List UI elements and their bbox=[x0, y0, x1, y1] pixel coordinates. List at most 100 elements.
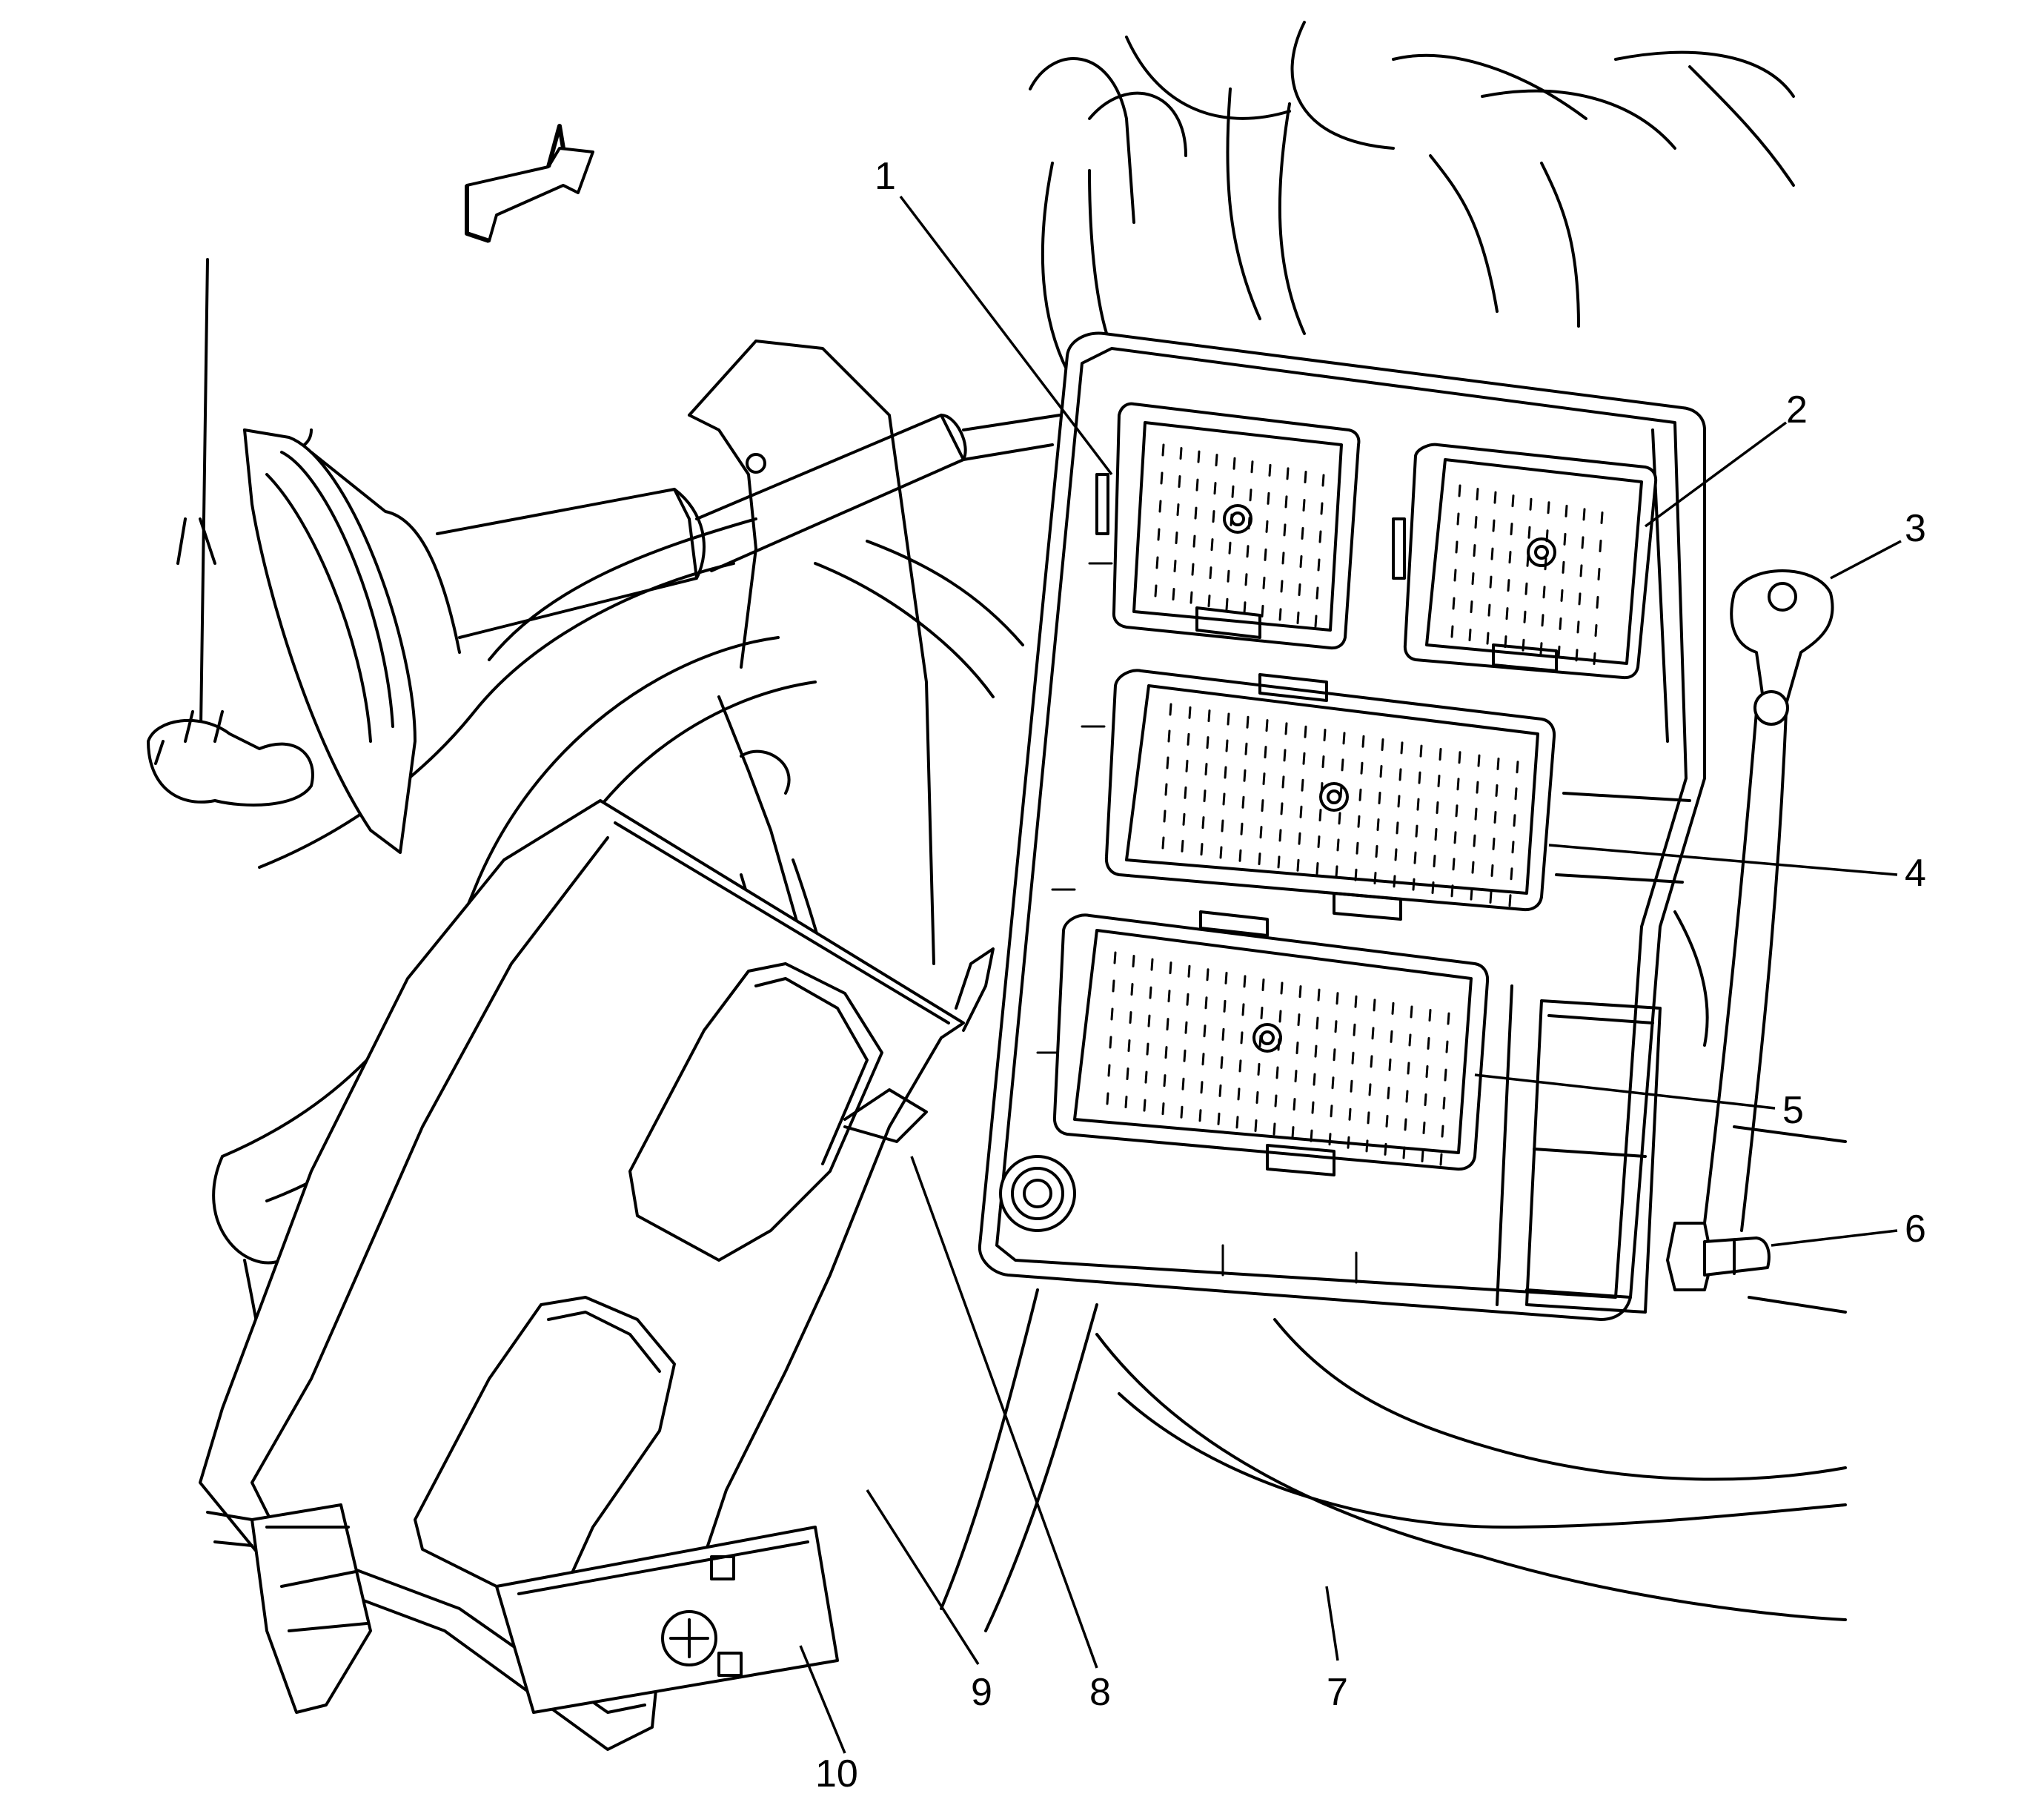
pin-slot bbox=[1203, 789, 1207, 803]
pin-slot bbox=[1240, 1031, 1244, 1044]
callout-1: 1 bbox=[875, 155, 896, 198]
pin-slot bbox=[1492, 837, 1496, 850]
pin-slot bbox=[1220, 1056, 1224, 1069]
pin-slot bbox=[1390, 1030, 1393, 1043]
pin-slot bbox=[1579, 564, 1583, 577]
leader-9 bbox=[866, 1489, 980, 1665]
pin-slot bbox=[1264, 548, 1267, 561]
pin-slot bbox=[1163, 1074, 1167, 1087]
pin-slot bbox=[1175, 532, 1178, 545]
pin-slot bbox=[1166, 1018, 1169, 1031]
pin-slot bbox=[1516, 761, 1519, 774]
pin-slot bbox=[1559, 617, 1562, 630]
pin-slot bbox=[1578, 592, 1582, 606]
pin-slot bbox=[1294, 1070, 1298, 1083]
pin-slot bbox=[1490, 547, 1494, 560]
leader-lines bbox=[799, 195, 1902, 1754]
direction-arrow-icon bbox=[465, 124, 594, 243]
pin-slot bbox=[1237, 1087, 1241, 1101]
pin-slot bbox=[1261, 604, 1264, 618]
pin-slot bbox=[1378, 792, 1381, 805]
pin-slot bbox=[1241, 1003, 1245, 1016]
pin-slot bbox=[1341, 758, 1344, 772]
pin-slot bbox=[1247, 517, 1251, 530]
pin-slot bbox=[1246, 545, 1250, 558]
pin-slot bbox=[1232, 457, 1236, 470]
pin-slot bbox=[1204, 996, 1208, 1010]
pin-slot bbox=[1489, 890, 1493, 904]
pin-slot bbox=[1373, 999, 1376, 1012]
pin-slot bbox=[1436, 801, 1439, 814]
pin-slot bbox=[1418, 771, 1421, 784]
pin-slot bbox=[1284, 722, 1288, 735]
pin-slot bbox=[1112, 979, 1115, 993]
callout-9: 9 bbox=[971, 1671, 992, 1714]
pin-slot bbox=[1450, 625, 1454, 638]
pin-slot bbox=[1207, 595, 1211, 608]
pin-slot bbox=[1476, 781, 1479, 794]
pin-slot bbox=[1321, 755, 1325, 769]
leader-2 bbox=[1644, 421, 1788, 528]
pin-slot bbox=[1318, 530, 1322, 543]
pin-slot bbox=[1470, 600, 1473, 614]
pin-slot bbox=[1492, 519, 1496, 532]
pin-slot bbox=[1218, 1084, 1222, 1097]
pin-slot bbox=[1421, 1150, 1424, 1163]
pin-slot bbox=[1424, 1093, 1427, 1107]
pin-slot bbox=[1470, 887, 1473, 901]
pin-slot bbox=[1197, 450, 1201, 463]
pin-slot bbox=[1301, 526, 1304, 540]
leader-3 bbox=[1830, 540, 1902, 580]
connector-2-pins bbox=[1450, 484, 1604, 665]
pin-slot bbox=[1412, 878, 1416, 891]
pin-slot bbox=[1452, 858, 1456, 871]
pin-slot bbox=[1243, 769, 1247, 782]
pin-slot bbox=[1272, 1122, 1276, 1136]
pin-slot bbox=[1413, 851, 1417, 864]
pin-slot bbox=[1207, 709, 1211, 723]
callout-3: 3 bbox=[1905, 507, 1926, 550]
pin-slot bbox=[1238, 849, 1242, 862]
pin-slot bbox=[1243, 975, 1247, 988]
pin-slot bbox=[1198, 1109, 1202, 1122]
pin-slot bbox=[1183, 1049, 1187, 1062]
pin-slot bbox=[1387, 1086, 1390, 1099]
pin-slot bbox=[1206, 736, 1210, 749]
pin-slot bbox=[1453, 831, 1457, 844]
callout-4: 4 bbox=[1905, 852, 1926, 895]
pin-slot bbox=[1240, 822, 1244, 835]
pin-slot bbox=[1415, 824, 1418, 838]
pin-slot bbox=[1260, 1006, 1264, 1019]
callout-2: 2 bbox=[1786, 388, 1808, 431]
callout-7: 7 bbox=[1327, 1671, 1348, 1714]
pin-slot bbox=[1284, 495, 1288, 509]
pin-slot bbox=[1244, 573, 1248, 586]
pin-slot bbox=[1314, 615, 1318, 628]
fuse-block-cover bbox=[199, 799, 995, 1751]
pin-slot bbox=[1297, 1013, 1301, 1027]
pin-slot bbox=[1221, 1027, 1225, 1041]
pin-slot bbox=[1529, 497, 1533, 511]
pin-slot bbox=[1184, 786, 1187, 799]
pin-slot bbox=[1318, 809, 1322, 822]
pin-slot bbox=[1582, 508, 1586, 521]
pin-slot bbox=[1264, 746, 1267, 759]
connector-4-pins bbox=[1161, 703, 1519, 907]
pin-slot bbox=[1333, 1048, 1336, 1062]
pin-slot bbox=[1184, 1021, 1188, 1034]
pin-slot bbox=[1575, 649, 1579, 662]
pin-slot bbox=[1277, 1038, 1281, 1051]
pin-slot bbox=[1154, 584, 1158, 597]
pin-slot bbox=[1275, 1066, 1279, 1079]
pin-slot bbox=[1169, 961, 1172, 975]
pin-slot bbox=[1178, 475, 1181, 489]
pin-slot bbox=[1149, 986, 1152, 999]
leader-1 bbox=[899, 195, 1113, 476]
pin-slot bbox=[1235, 1116, 1239, 1129]
pin-slot bbox=[1320, 502, 1324, 515]
pin-slot bbox=[1541, 614, 1544, 627]
pin-slot bbox=[1172, 588, 1175, 601]
pin-slot bbox=[1201, 816, 1205, 830]
pin-slot bbox=[1203, 1024, 1207, 1038]
pin-slot bbox=[1126, 1067, 1129, 1081]
